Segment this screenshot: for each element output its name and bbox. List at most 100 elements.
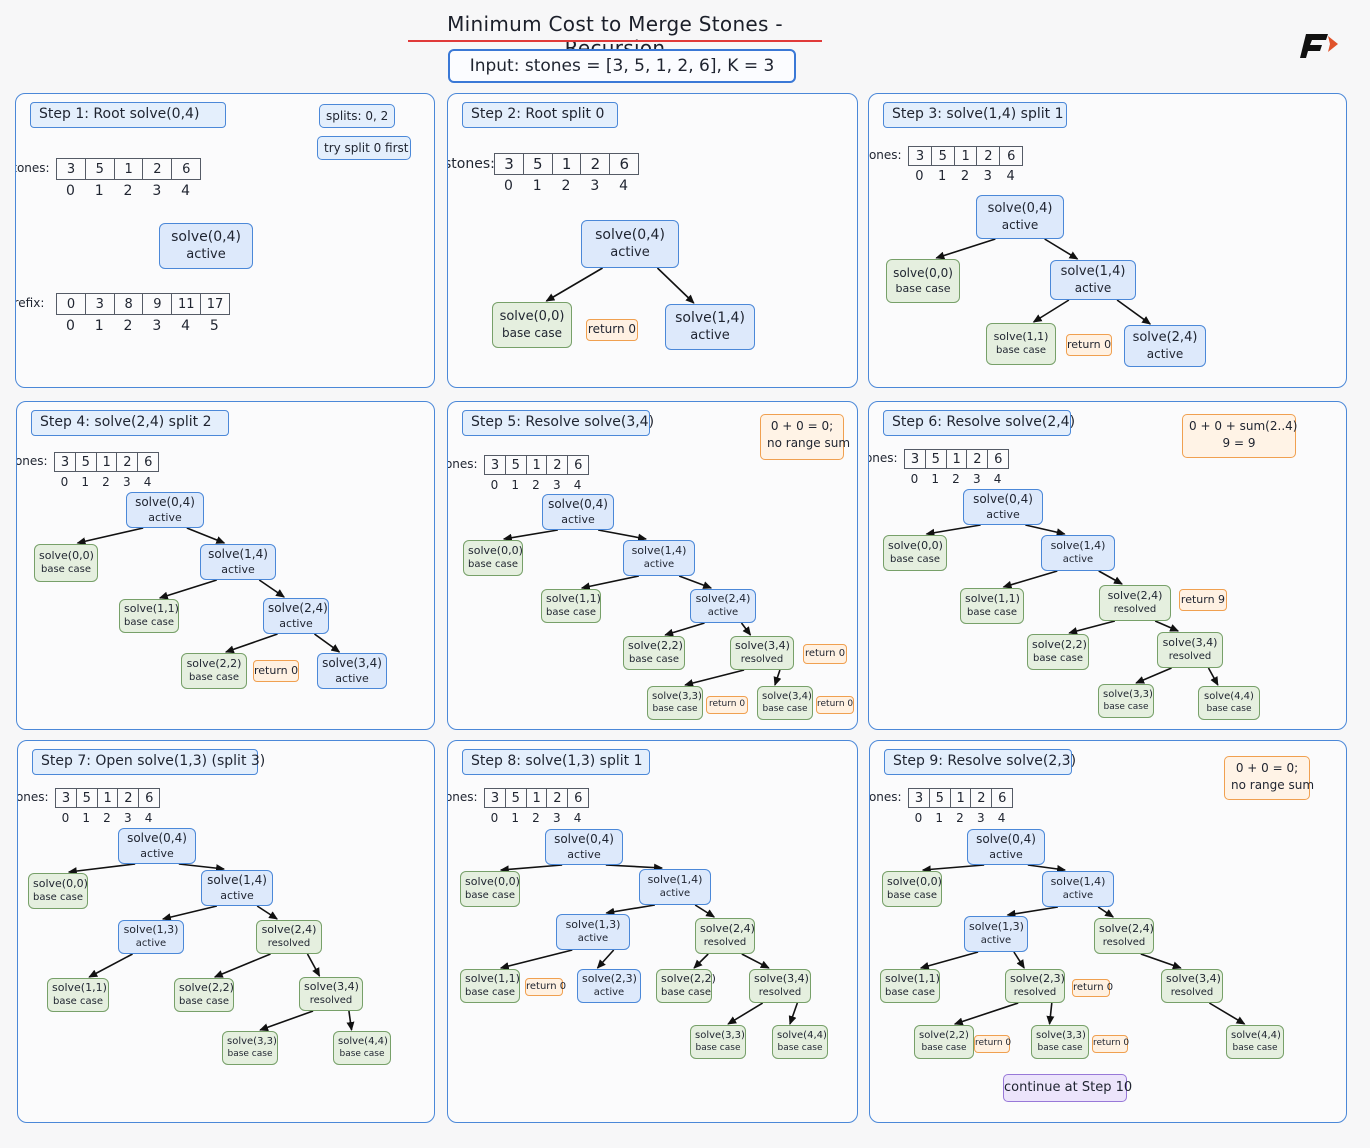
node-label: solve(0,4): [595, 227, 665, 243]
tree-edge-arrow: [67, 863, 136, 876]
tree-edge-arrow: [178, 863, 226, 873]
node-label: solve(0,4): [127, 831, 187, 845]
stones-cell: 1: [551, 153, 582, 175]
tree-edge-arrow: [605, 863, 664, 872]
stones-cell: 2: [976, 146, 1001, 166]
step-panel-8: Step 8: solve(1,3) split 1stones:3512601…: [447, 740, 858, 1123]
tree-node-base: solve(1,1)base case: [880, 969, 940, 1003]
tree-edge-arrow: [1032, 299, 1070, 323]
node-label: solve(0,4): [171, 229, 241, 245]
tree-edge-arrow: [1027, 864, 1067, 873]
tree-node-active: solve(0,4)active: [976, 195, 1064, 239]
tree-edge-arrow: [925, 524, 981, 537]
node-status: base case: [1206, 704, 1252, 714]
tree-node-base: solve(0,0)base case: [886, 259, 960, 303]
tree-node-active: solve(1,3)active: [118, 920, 184, 954]
tree-edge-arrow: [1098, 570, 1123, 585]
stones-index: 3: [552, 811, 561, 825]
tree-node-base: solve(4,4)base case: [1226, 1025, 1284, 1059]
stones-cell: 1: [525, 455, 548, 475]
node-status: base case: [1103, 702, 1149, 712]
tree-node-base: solve(3,3)base case: [690, 1025, 746, 1059]
stones-cell: 1: [525, 788, 548, 808]
tree-node-base: solve(0,0)base case: [492, 302, 572, 348]
step-title: Step 6: Resolve solve(2,4): [883, 410, 1075, 436]
node-label: solve(1,3): [123, 923, 179, 936]
stones-cell: 1: [949, 788, 972, 808]
tree-node-active: solve(2,4)active: [690, 589, 756, 623]
node-status: active: [561, 513, 595, 526]
tree-edge-arrow: [76, 527, 144, 546]
stones-cell: 3: [904, 449, 926, 469]
prefix-cell: 0: [56, 293, 86, 315]
tree-edge-arrow: [598, 529, 648, 542]
stones-cell: 3: [54, 452, 76, 472]
step-note-line: splits: 0, 2: [326, 109, 389, 123]
stones-cell: 2: [580, 153, 611, 175]
tree-node-active: solve(0,4)active: [581, 220, 679, 268]
stones-label: stones:: [447, 156, 495, 172]
node-status: base case: [179, 996, 230, 1007]
return-badge: return 0: [816, 696, 854, 714]
stones-label: stones:: [16, 161, 50, 175]
node-status: active: [1146, 347, 1184, 361]
step-title: Step 1: Root solve(0,4): [30, 102, 226, 128]
node-label: solve(3,4): [762, 691, 812, 702]
tree-edges: [502, 529, 782, 687]
stones-index: 1: [931, 472, 940, 486]
node-status: base case: [695, 1043, 741, 1053]
tree-node-active: solve(0,4) active: [542, 494, 614, 530]
continue-badge: continue at Step 10: [1003, 1074, 1132, 1102]
node-label: solve(0,4): [548, 497, 608, 511]
tree-edge-arrow: [224, 633, 278, 654]
tree-edge-arrow: [580, 575, 640, 591]
node-status: base case: [465, 987, 516, 998]
tree-node-base: solve(2,2)base case: [656, 969, 716, 1003]
tree-node-active: solve(0,4)active: [963, 489, 1043, 525]
stones-index: 4: [1006, 169, 1015, 184]
return-badge: return 0: [1066, 334, 1112, 356]
node-status: resolved: [309, 995, 353, 1006]
node-status: resolved: [1170, 987, 1214, 998]
stones-cell: 6: [137, 452, 160, 472]
node-label: solve(2,4): [695, 592, 751, 605]
tree-node-active: solve(0,4)active: [545, 829, 623, 865]
tree-edges: [76, 527, 341, 654]
node-status: base case: [628, 654, 679, 665]
stones-index: 4: [997, 811, 1006, 825]
stones-index: 2: [960, 169, 970, 184]
tree-edges: [935, 238, 1152, 325]
tree-edges: [925, 524, 1219, 686]
node-status: base case: [921, 1043, 967, 1053]
tree-edges: [67, 863, 355, 1032]
node-status: active: [335, 672, 369, 685]
input-label: Input: stones = [3, 5, 1, 2, 6], K = 3: [469, 56, 775, 76]
tree-edge-arrow: [1154, 620, 1180, 632]
stones-label: stones:: [869, 790, 902, 804]
node-status: base case: [887, 890, 938, 901]
tree-node-resolved: solve(2,4)resolved: [1094, 918, 1154, 954]
stones-index: 0: [65, 183, 75, 199]
tree-node-active: solve(1,4)active: [1041, 535, 1115, 571]
tree-node-active: solve(1,4)active: [639, 869, 711, 905]
return-badge: return 0: [525, 978, 566, 996]
stones-cell: 2: [970, 788, 993, 808]
tree-edge-arrow: [186, 527, 226, 544]
node-status: active: [220, 889, 254, 902]
stones-index: 4: [573, 478, 582, 492]
stones-index: 0: [915, 169, 924, 184]
tree-node-base: solve(0,0)base case: [460, 871, 520, 907]
tree-edge-arrow: [1006, 906, 1058, 918]
node-status: base case: [885, 987, 936, 998]
node-label: solve(0,0): [465, 875, 520, 888]
step-note-line: try split 0 first: [324, 141, 409, 155]
node-status: base case: [501, 326, 562, 340]
